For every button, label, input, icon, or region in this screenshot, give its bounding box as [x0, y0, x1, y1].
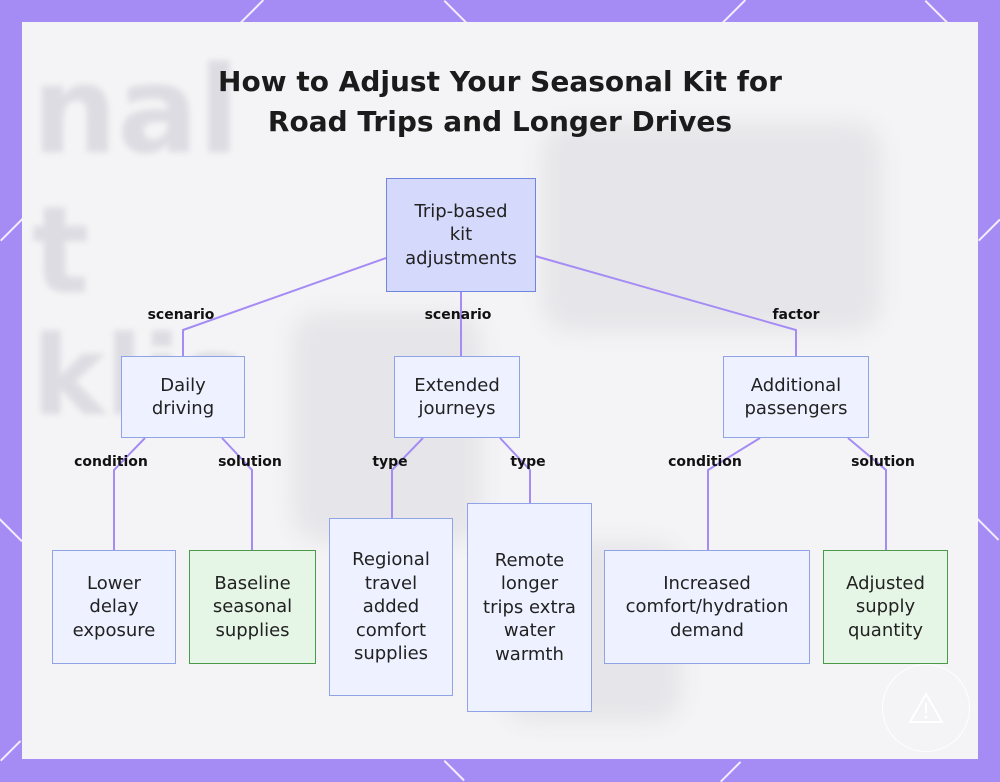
edge-label-type: type	[510, 454, 546, 470]
edge-label-scenario: scenario	[147, 307, 215, 323]
edge-extended-regional	[391, 437, 424, 518]
edge-label-type: type	[372, 454, 408, 470]
watermark-badge	[882, 664, 970, 752]
edge-label-solution: solution	[218, 454, 282, 470]
edge-label-scenario: scenario	[424, 307, 492, 323]
edge-passengers-adjusted	[847, 437, 887, 550]
node-lower-delay-exposure: Lower delay exposure	[52, 550, 176, 664]
edge-passengers-increased	[707, 437, 761, 550]
edge-root-daily	[182, 257, 387, 356]
edge-label-condition: condition	[74, 454, 148, 470]
node-trip-based-kit-adjustments: Trip-based kit adjustments	[386, 178, 536, 292]
diagram-title: How to Adjust Your Seasonal Kit for Road…	[0, 62, 1000, 142]
background-decoration: nal	[32, 42, 240, 181]
node-regional-travel: Regional travel added comfort supplies	[329, 518, 453, 696]
background-decoration	[542, 122, 882, 332]
edge-label-factor: factor	[772, 307, 820, 323]
node-baseline-seasonal-supplies: Baseline seasonal supplies	[189, 550, 316, 664]
edge-label-condition: condition	[668, 454, 742, 470]
edge-daily-lower	[113, 437, 146, 550]
edge-extended-remote	[499, 437, 531, 503]
node-extended-journeys: Extended journeys	[394, 356, 520, 438]
node-adjusted-supply-quantity: Adjusted supply quantity	[823, 550, 948, 664]
background-decoration: t	[32, 182, 90, 321]
node-daily-driving: Daily driving	[121, 356, 245, 438]
edge-root-passengers	[534, 255, 797, 356]
node-increased-demand: Increased comfort/hydration demand	[604, 550, 810, 664]
edge-label-solution: solution	[851, 454, 915, 470]
edge-daily-baseline	[221, 437, 253, 550]
node-remote-longer-trips: Remote longer trips extra water warmth	[467, 503, 592, 712]
title-line: How to Adjust Your Seasonal Kit for	[218, 65, 782, 98]
node-additional-passengers: Additional passengers	[723, 356, 869, 438]
title-line: Road Trips and Longer Drives	[267, 105, 733, 138]
warning-triangle-icon	[908, 691, 944, 723]
